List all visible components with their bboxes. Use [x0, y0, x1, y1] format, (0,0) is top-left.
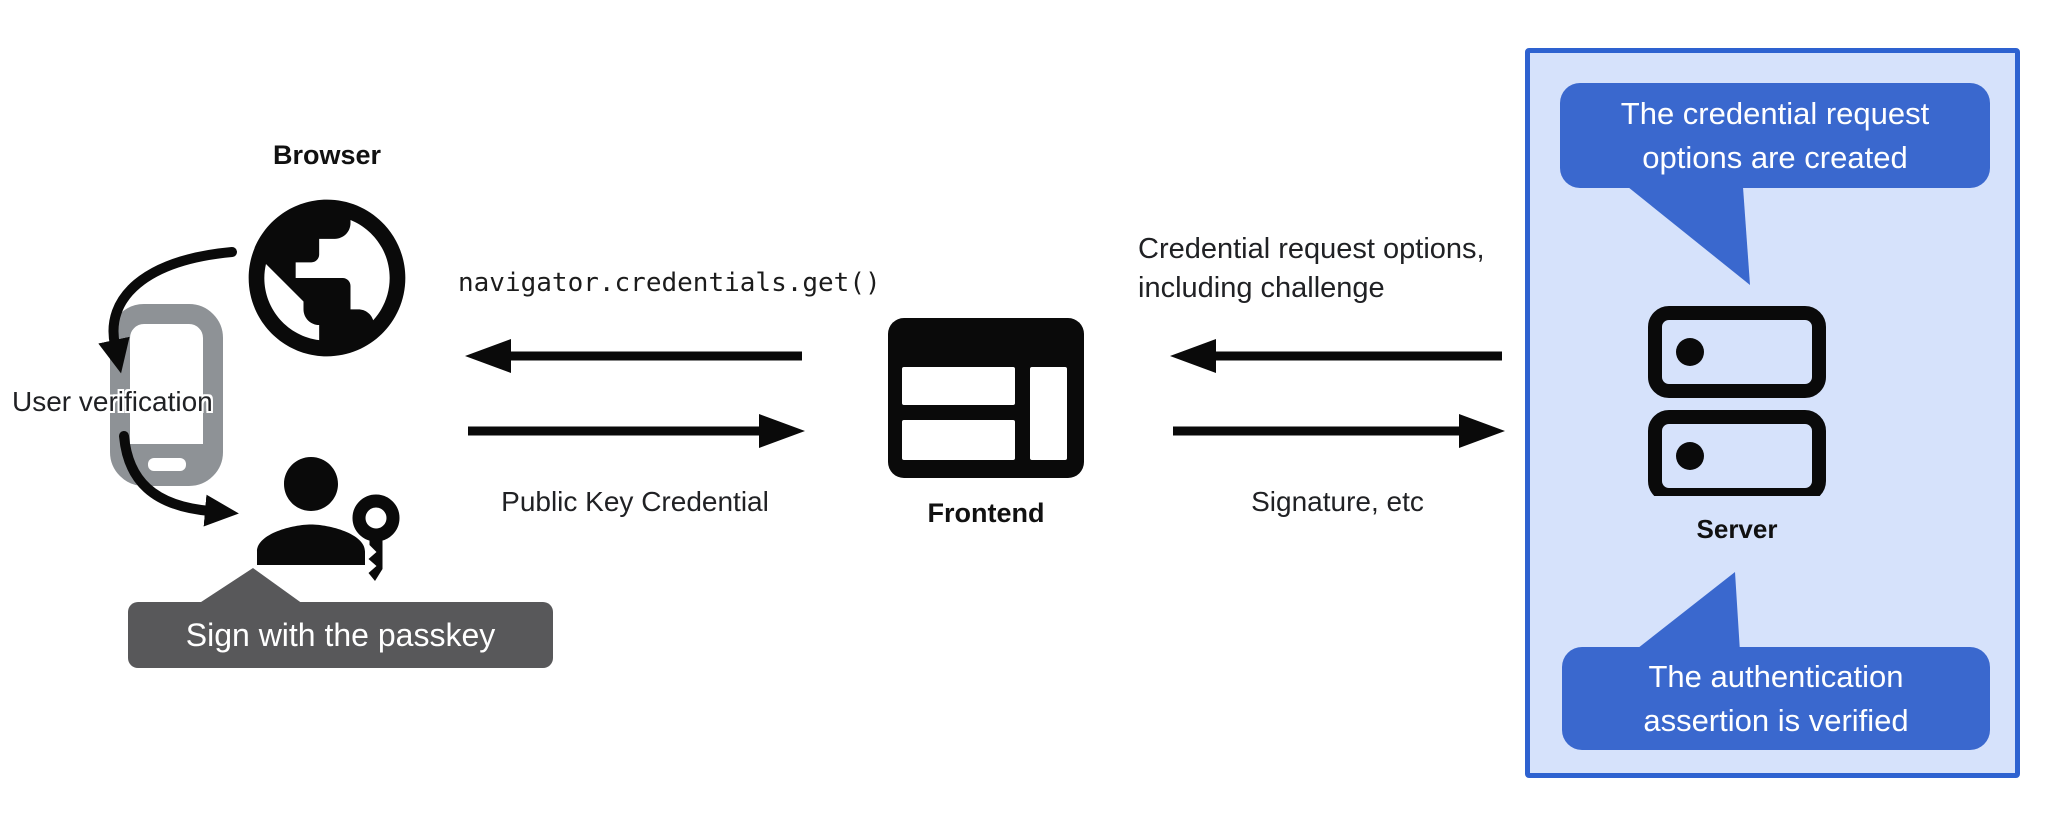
frontend-label: Frontend — [927, 498, 1045, 528]
person-icon — [257, 457, 365, 565]
server-rack-icon — [1648, 306, 1826, 496]
callout-assertion-verified-line2: assertion is verified — [1643, 702, 1909, 738]
passkey-tooltip-text: Sign with the passkey — [185, 616, 496, 653]
credential-request-options-line2: including challenge — [1138, 272, 1385, 304]
callout-assertion-verified-line1: The authentication — [1648, 658, 1904, 694]
navigator-credentials-call-text: navigator.credentials.get() — [458, 268, 881, 298]
globe-icon — [248, 199, 406, 357]
smartphone-icon — [110, 304, 223, 486]
callout-request-created: The credential request options are creat… — [1560, 83, 1990, 188]
arrow-browser-to-frontend-icon — [468, 414, 805, 448]
passkey-tooltip-pointer — [198, 568, 303, 604]
browser-label: Browser — [272, 140, 382, 170]
callout-pointer-top — [1628, 187, 1750, 285]
server-label: Server — [1696, 514, 1778, 544]
curved-arrow-browser-to-phone-icon — [98, 247, 237, 374]
arrow-frontend-to-browser-icon — [465, 339, 802, 373]
callout-request-created-line2: options are created — [1642, 139, 1908, 175]
callout-request-created-line1: The credential request — [1620, 95, 1930, 131]
arrow-server-to-frontend-icon — [1170, 339, 1502, 373]
server-panel: The credential request options are creat… — [1525, 48, 2020, 778]
arrow-frontend-to-server-icon — [1173, 414, 1505, 448]
browser-window-icon — [888, 318, 1084, 478]
signature-etc-label: Signature, etc — [1251, 486, 1424, 517]
public-key-credential-label: Public Key Credential — [501, 486, 769, 517]
curved-arrow-phone-to-user-icon — [119, 431, 239, 527]
passkey-tooltip: Sign with the passkey — [128, 602, 553, 668]
credential-request-options-label: Credential request options, including ch… — [1138, 230, 1485, 308]
user-verification-label: User verification — [12, 386, 213, 417]
key-icon — [352, 494, 400, 581]
callout-pointer-bottom — [1633, 572, 1740, 652]
callout-assertion-verified: The authentication assertion is verified — [1562, 647, 1990, 750]
credential-request-options-line1: Credential request options, — [1138, 233, 1485, 265]
